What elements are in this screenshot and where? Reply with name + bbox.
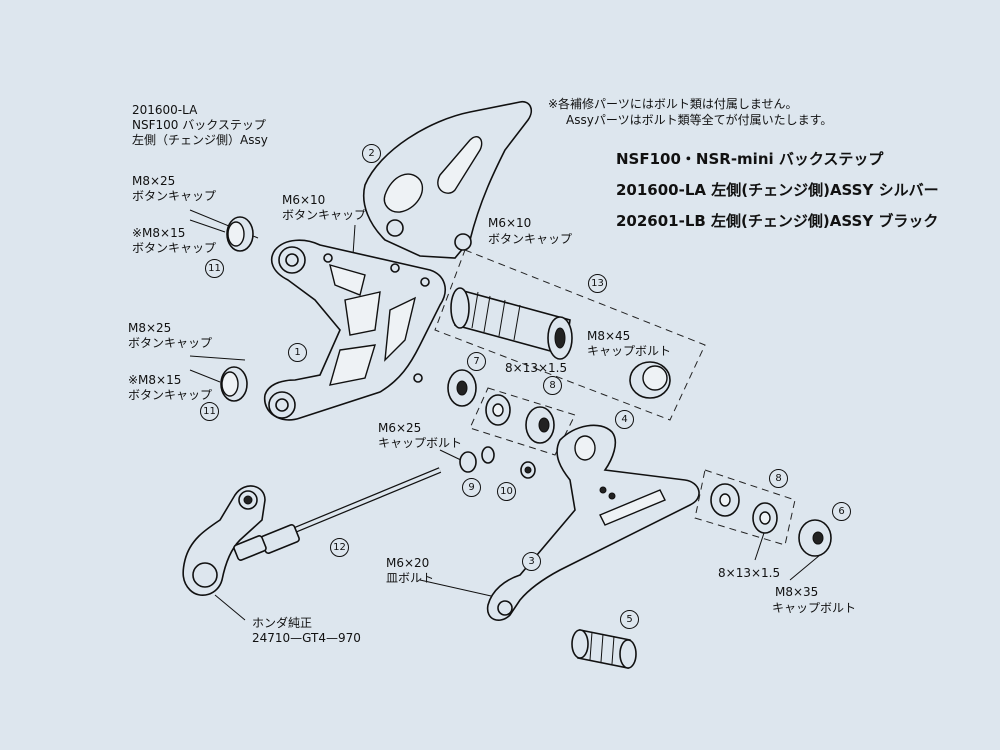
linkage-rod bbox=[260, 467, 442, 554]
part-number-11-top: 11 bbox=[205, 259, 224, 278]
label-top-cap-type: ボタンキャップ bbox=[132, 189, 217, 203]
label-m6-right-type: ボタンキャップ bbox=[488, 232, 573, 246]
label-m6x25-type: キャップボルト bbox=[378, 436, 463, 450]
title-line-2: NSF100 バックステップ bbox=[132, 118, 266, 132]
honda-rod-end bbox=[182, 485, 267, 596]
part-number-7: 7 bbox=[467, 352, 486, 371]
toe-peg bbox=[571, 629, 637, 669]
part-number-9: 9 bbox=[462, 478, 481, 497]
footpeg-assembly bbox=[434, 249, 706, 421]
part-number-4: 4 bbox=[615, 410, 634, 429]
shift-lever bbox=[486, 424, 700, 621]
label-top-alt-type: ボタンキャップ bbox=[132, 241, 217, 255]
part-number-8-upper: 8 bbox=[543, 376, 562, 395]
label-m6-center-type: ボタンキャップ bbox=[282, 208, 367, 222]
part-number-1: 1 bbox=[288, 343, 307, 362]
header-model: NSF100・NSR-mini バックステップ bbox=[616, 150, 884, 168]
label-m8x45-type: キャップボルト bbox=[587, 344, 672, 358]
label-m6x25-size: M6×25 bbox=[378, 421, 422, 435]
label-mid-cap-size: M8×25 bbox=[128, 321, 172, 335]
collars-washers bbox=[447, 369, 576, 456]
label-m6-right-size: M6×10 bbox=[488, 216, 532, 230]
small-hardware bbox=[459, 446, 536, 479]
header-black: 202601-LB 左側(チェンジ側)ASSY ブラック bbox=[616, 212, 939, 230]
part-number-10: 10 bbox=[497, 482, 516, 501]
label-m8x45-size: M8×45 bbox=[587, 329, 631, 343]
label-washer-lower: 8×13×1.5 bbox=[718, 566, 781, 580]
label-top-cap-size: M8×25 bbox=[132, 174, 176, 188]
part-number-3: 3 bbox=[522, 552, 541, 571]
label-m6x20-type: 皿ボルト bbox=[386, 571, 435, 585]
note-line-1: ※各補修パーツにはボルト類は付属しません。 bbox=[548, 97, 798, 111]
label-washer-upper: 8×13×1.5 bbox=[505, 361, 568, 375]
note-line-2: Assyパーツはボルト類等全てが付属いたします。 bbox=[566, 113, 833, 127]
label-m8x35-type: キャップボルト bbox=[772, 601, 857, 615]
part-number-2: 2 bbox=[362, 144, 381, 163]
button-caps bbox=[220, 216, 254, 402]
part-number-13: 13 bbox=[588, 274, 607, 293]
label-mid-alt-size: ※M8×15 bbox=[128, 373, 182, 387]
label-m8x35-size: M8×35 bbox=[775, 585, 819, 599]
title-line-1: 201600-LA bbox=[132, 103, 198, 117]
lower-washers bbox=[694, 469, 832, 557]
label-honda-name: ホンダ純正 bbox=[252, 616, 313, 630]
part-number-5: 5 bbox=[620, 610, 639, 629]
heel-guard-plate bbox=[362, 100, 532, 259]
part-number-12: 12 bbox=[330, 538, 349, 557]
label-mid-alt-type: ボタンキャップ bbox=[128, 388, 213, 402]
main-bracket bbox=[264, 239, 446, 421]
part-number-8-lower: 8 bbox=[769, 469, 788, 488]
part-number-6: 6 bbox=[832, 502, 851, 521]
label-honda-part: 24710—GT4—970 bbox=[252, 631, 361, 645]
header-silver: 201600-LA 左側(チェンジ側)ASSY シルバー bbox=[616, 181, 939, 199]
label-m6-center-size: M6×10 bbox=[282, 193, 326, 207]
label-mid-cap-type: ボタンキャップ bbox=[128, 336, 213, 350]
label-m6x20-size: M6×20 bbox=[386, 556, 430, 570]
part-number-11-mid: 11 bbox=[200, 402, 219, 421]
title-line-3: 左側（チェンジ側）Assy bbox=[132, 133, 268, 147]
label-top-alt-size: ※M8×15 bbox=[132, 226, 186, 240]
